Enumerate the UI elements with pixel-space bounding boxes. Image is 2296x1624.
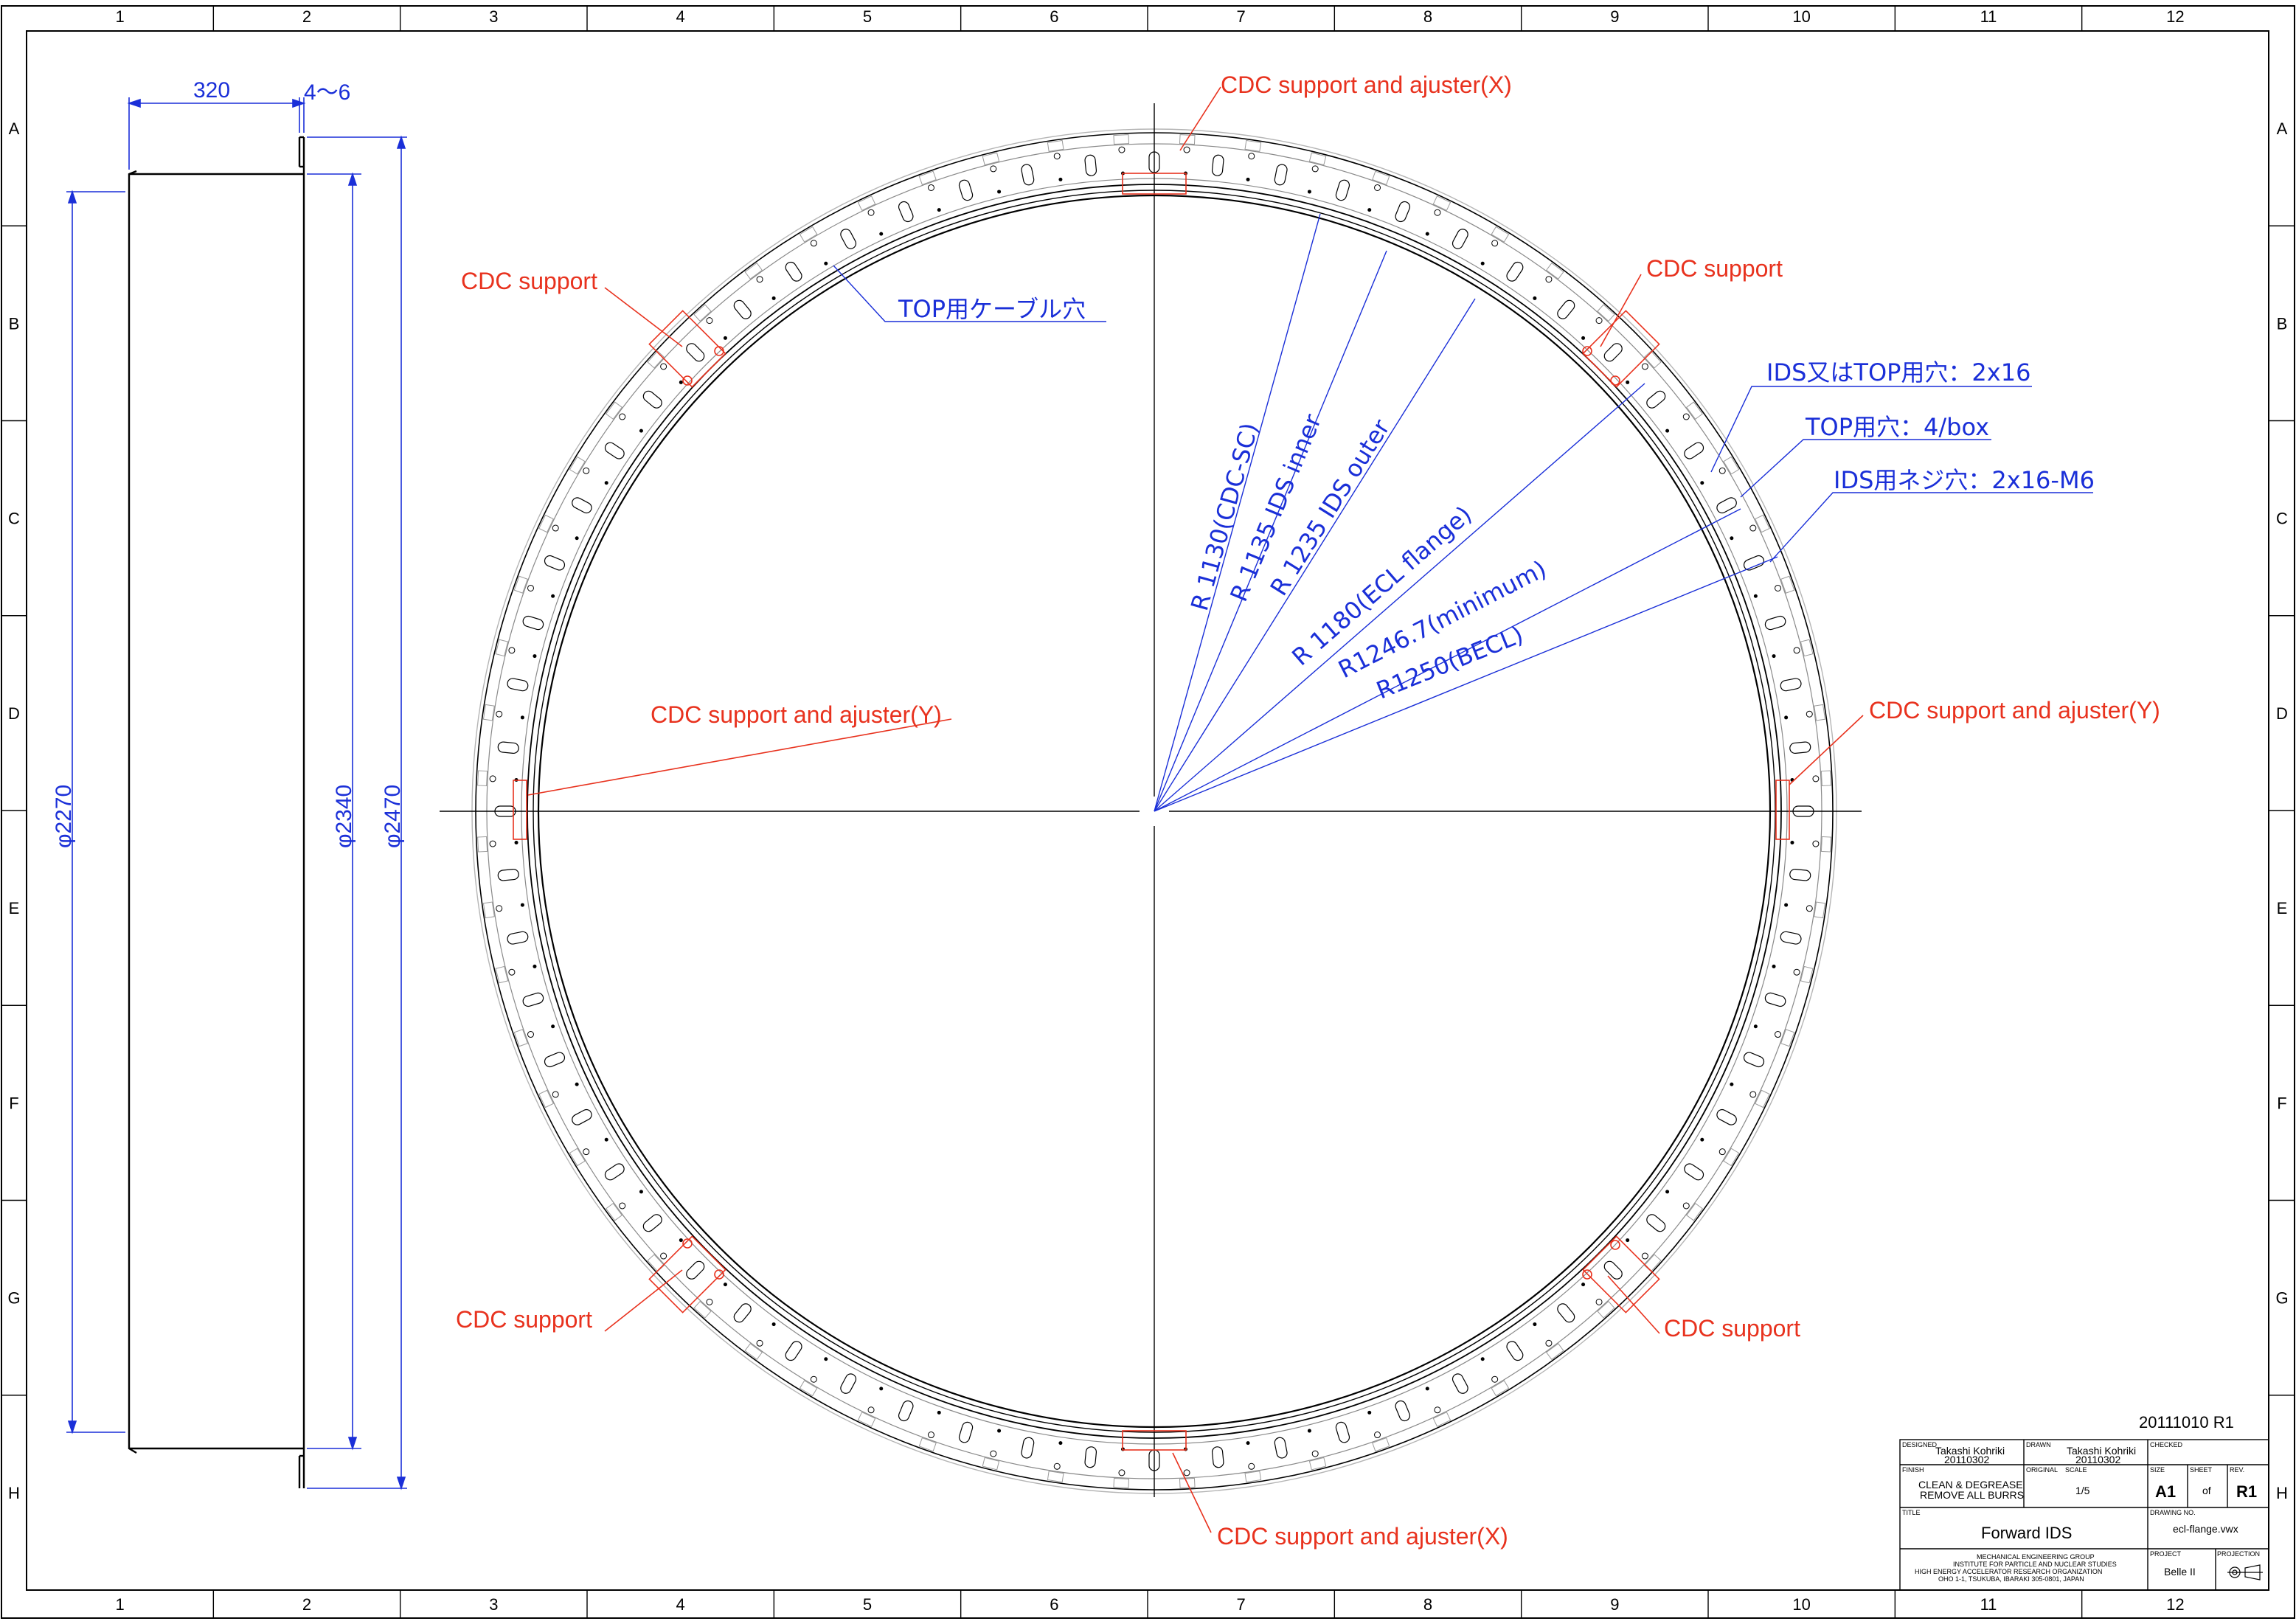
zone-column-bottom: 12 <box>2166 1595 2184 1614</box>
tb-org-line2: INSTITUTE FOR PARTICLE AND NUCLEAR STUDI… <box>1953 1561 2117 1568</box>
tb-finish-label: FINISH <box>1902 1466 1924 1474</box>
dimension-320: 320 <box>193 78 230 103</box>
zone-column-top: 8 <box>1423 7 1432 26</box>
tb-org-line4: OHO 1-1, TSUKUBA, IBARAKI 305-0801, JAPA… <box>1938 1575 2084 1583</box>
tb-rev-label: REV. <box>2230 1466 2244 1474</box>
dimension-d2270: φ2270 <box>52 785 76 848</box>
label-cdc-ajuster-y-right: CDC support and ajuster(Y) <box>1869 697 2160 723</box>
dimension-gap: 4〜6 <box>304 80 350 105</box>
tb-drawn-date: 20110302 <box>2075 1454 2120 1465</box>
zone-row-left: B <box>9 314 20 333</box>
radius-lines <box>1154 213 1778 812</box>
tb-org-line3: HIGH ENERGY ACCELERATOR RESEARCH ORGANIZ… <box>1915 1568 2102 1575</box>
tb-project-value: Belle II <box>2164 1566 2196 1578</box>
tb-finish-line2: REMOVE ALL BURRS <box>1920 1489 2024 1501</box>
zone-column-top: 7 <box>1237 7 1246 26</box>
tb-designed-date: 20110302 <box>1944 1454 1989 1465</box>
center-lines <box>440 103 1862 1497</box>
tb-rev-value: R1 <box>2236 1482 2257 1501</box>
tb-size-label: SIZE <box>2150 1466 2165 1474</box>
dimension-d2340: φ2340 <box>332 785 356 848</box>
zone-column-bottom: 3 <box>489 1595 498 1614</box>
title-block <box>1899 1439 2269 1591</box>
tb-project-label: PROJECT <box>2150 1550 2182 1558</box>
tb-sheet-label: SHEET <box>2190 1466 2213 1474</box>
label-cdc-support-tr: CDC support <box>1646 255 1783 282</box>
zone-column-bottom: 7 <box>1237 1595 1246 1614</box>
label-ids-top-hole: IDS又はTOP用穴：2x16 <box>1766 358 2030 386</box>
label-cdc-ajuster-y-left: CDC support and ajuster(Y) <box>651 701 942 728</box>
dimension-d2470: φ2470 <box>381 785 405 848</box>
zone-column-top: 9 <box>1610 7 1619 26</box>
tb-original-label: ORIGINAL <box>2026 1466 2058 1474</box>
blue-leaders <box>833 265 2093 563</box>
zone-column-top: 5 <box>863 7 872 26</box>
tb-size-value: A1 <box>2155 1482 2176 1501</box>
zone-column-top: 10 <box>1792 7 1810 26</box>
tb-sheet-value: of <box>2202 1485 2211 1496</box>
side-view <box>128 136 305 1488</box>
zone-column-top: 4 <box>676 7 685 26</box>
zone-column-top: 11 <box>1980 7 1997 26</box>
zone-row-right: B <box>2277 314 2288 333</box>
zone-row-left: D <box>8 704 20 723</box>
tb-title-label: TITLE <box>1902 1509 1921 1516</box>
tb-title-value: Forward IDS <box>1981 1524 2072 1542</box>
label-cdc-support-tl: CDC support <box>461 268 597 294</box>
projection-symbol-icon <box>2227 1564 2263 1580</box>
tb-designed-by: Takashi Kohriki <box>1935 1445 2005 1457</box>
tb-designed-label: DESIGNED <box>1902 1441 1938 1448</box>
zone-row-left: F <box>9 1094 18 1112</box>
zone-column-bottom: 4 <box>676 1595 685 1614</box>
revision-note: 20111010 R1 <box>2139 1413 2234 1432</box>
zone-column-top: 2 <box>302 7 311 26</box>
zone-row-right: C <box>2276 510 2288 528</box>
tb-scale-value: 1/5 <box>2075 1485 2090 1496</box>
tb-checked-label: CHECKED <box>2150 1441 2183 1448</box>
label-ids-screw-hole: IDS用ネジ穴：2x16-M6 <box>1834 466 2095 494</box>
zone-column-bottom: 1 <box>116 1595 125 1614</box>
zone-row-left: G <box>7 1289 20 1308</box>
zone-column-bottom: 9 <box>1610 1595 1619 1614</box>
red-leaders <box>527 86 1864 1533</box>
zone-column-top: 12 <box>2166 7 2184 26</box>
zone-column-bottom: 6 <box>1050 1595 1058 1614</box>
zone-row-right: F <box>2277 1094 2286 1112</box>
zone-column-bottom: 5 <box>863 1595 872 1614</box>
zone-row-left: H <box>8 1484 20 1502</box>
tb-drawing-no-value: ecl-flange.vwx <box>2173 1523 2238 1535</box>
label-cdc-ajuster-x-top: CDC support and ajuster(X) <box>1221 72 1512 98</box>
zone-row-left: C <box>8 510 20 528</box>
label-top-cable-hole: TOP用ケーブル穴 <box>898 295 1086 323</box>
label-top-hole-box: TOP用穴：4/box <box>1805 413 1989 441</box>
tb-drawing-no-label: DRAWING NO. <box>2150 1509 2196 1516</box>
zone-row-right: G <box>2275 1289 2288 1308</box>
zone-row-left: A <box>9 119 20 138</box>
label-cdc-ajuster-x-bottom: CDC support and ajuster(X) <box>1217 1523 1508 1550</box>
zone-row-left: E <box>9 899 20 917</box>
label-cdc-support-bl: CDC support <box>456 1306 592 1333</box>
zone-column-top: 6 <box>1050 7 1058 26</box>
zone-column-bottom: 2 <box>302 1595 311 1614</box>
zone-column-bottom: 11 <box>1980 1595 1997 1614</box>
tb-scale-label: SCALE <box>2065 1466 2087 1474</box>
zone-row-right: E <box>2277 899 2288 917</box>
zone-row-right: A <box>2277 119 2288 138</box>
tb-org-line1: MECHANICAL ENGINEERING GROUP <box>1977 1553 2095 1561</box>
tb-projection-label: PROJECTION <box>2217 1550 2260 1558</box>
tb-drawn-by: Takashi Kohriki <box>2067 1445 2136 1457</box>
tb-finish-line1: CLEAN & DEGREASE <box>1918 1479 2023 1491</box>
zone-row-right: H <box>2276 1484 2288 1502</box>
zone-column-top: 1 <box>116 7 125 26</box>
zone-column-bottom: 8 <box>1423 1595 1432 1614</box>
side-view-dimensions <box>66 97 407 1491</box>
cdc-support-marks <box>513 173 1790 1451</box>
tb-drawn-label: DRAWN <box>2026 1441 2051 1448</box>
zone-row-right: D <box>2276 704 2288 723</box>
zone-column-top: 3 <box>489 7 498 26</box>
zone-column-bottom: 10 <box>1792 1595 1810 1614</box>
label-cdc-support-br: CDC support <box>1664 1315 1800 1342</box>
